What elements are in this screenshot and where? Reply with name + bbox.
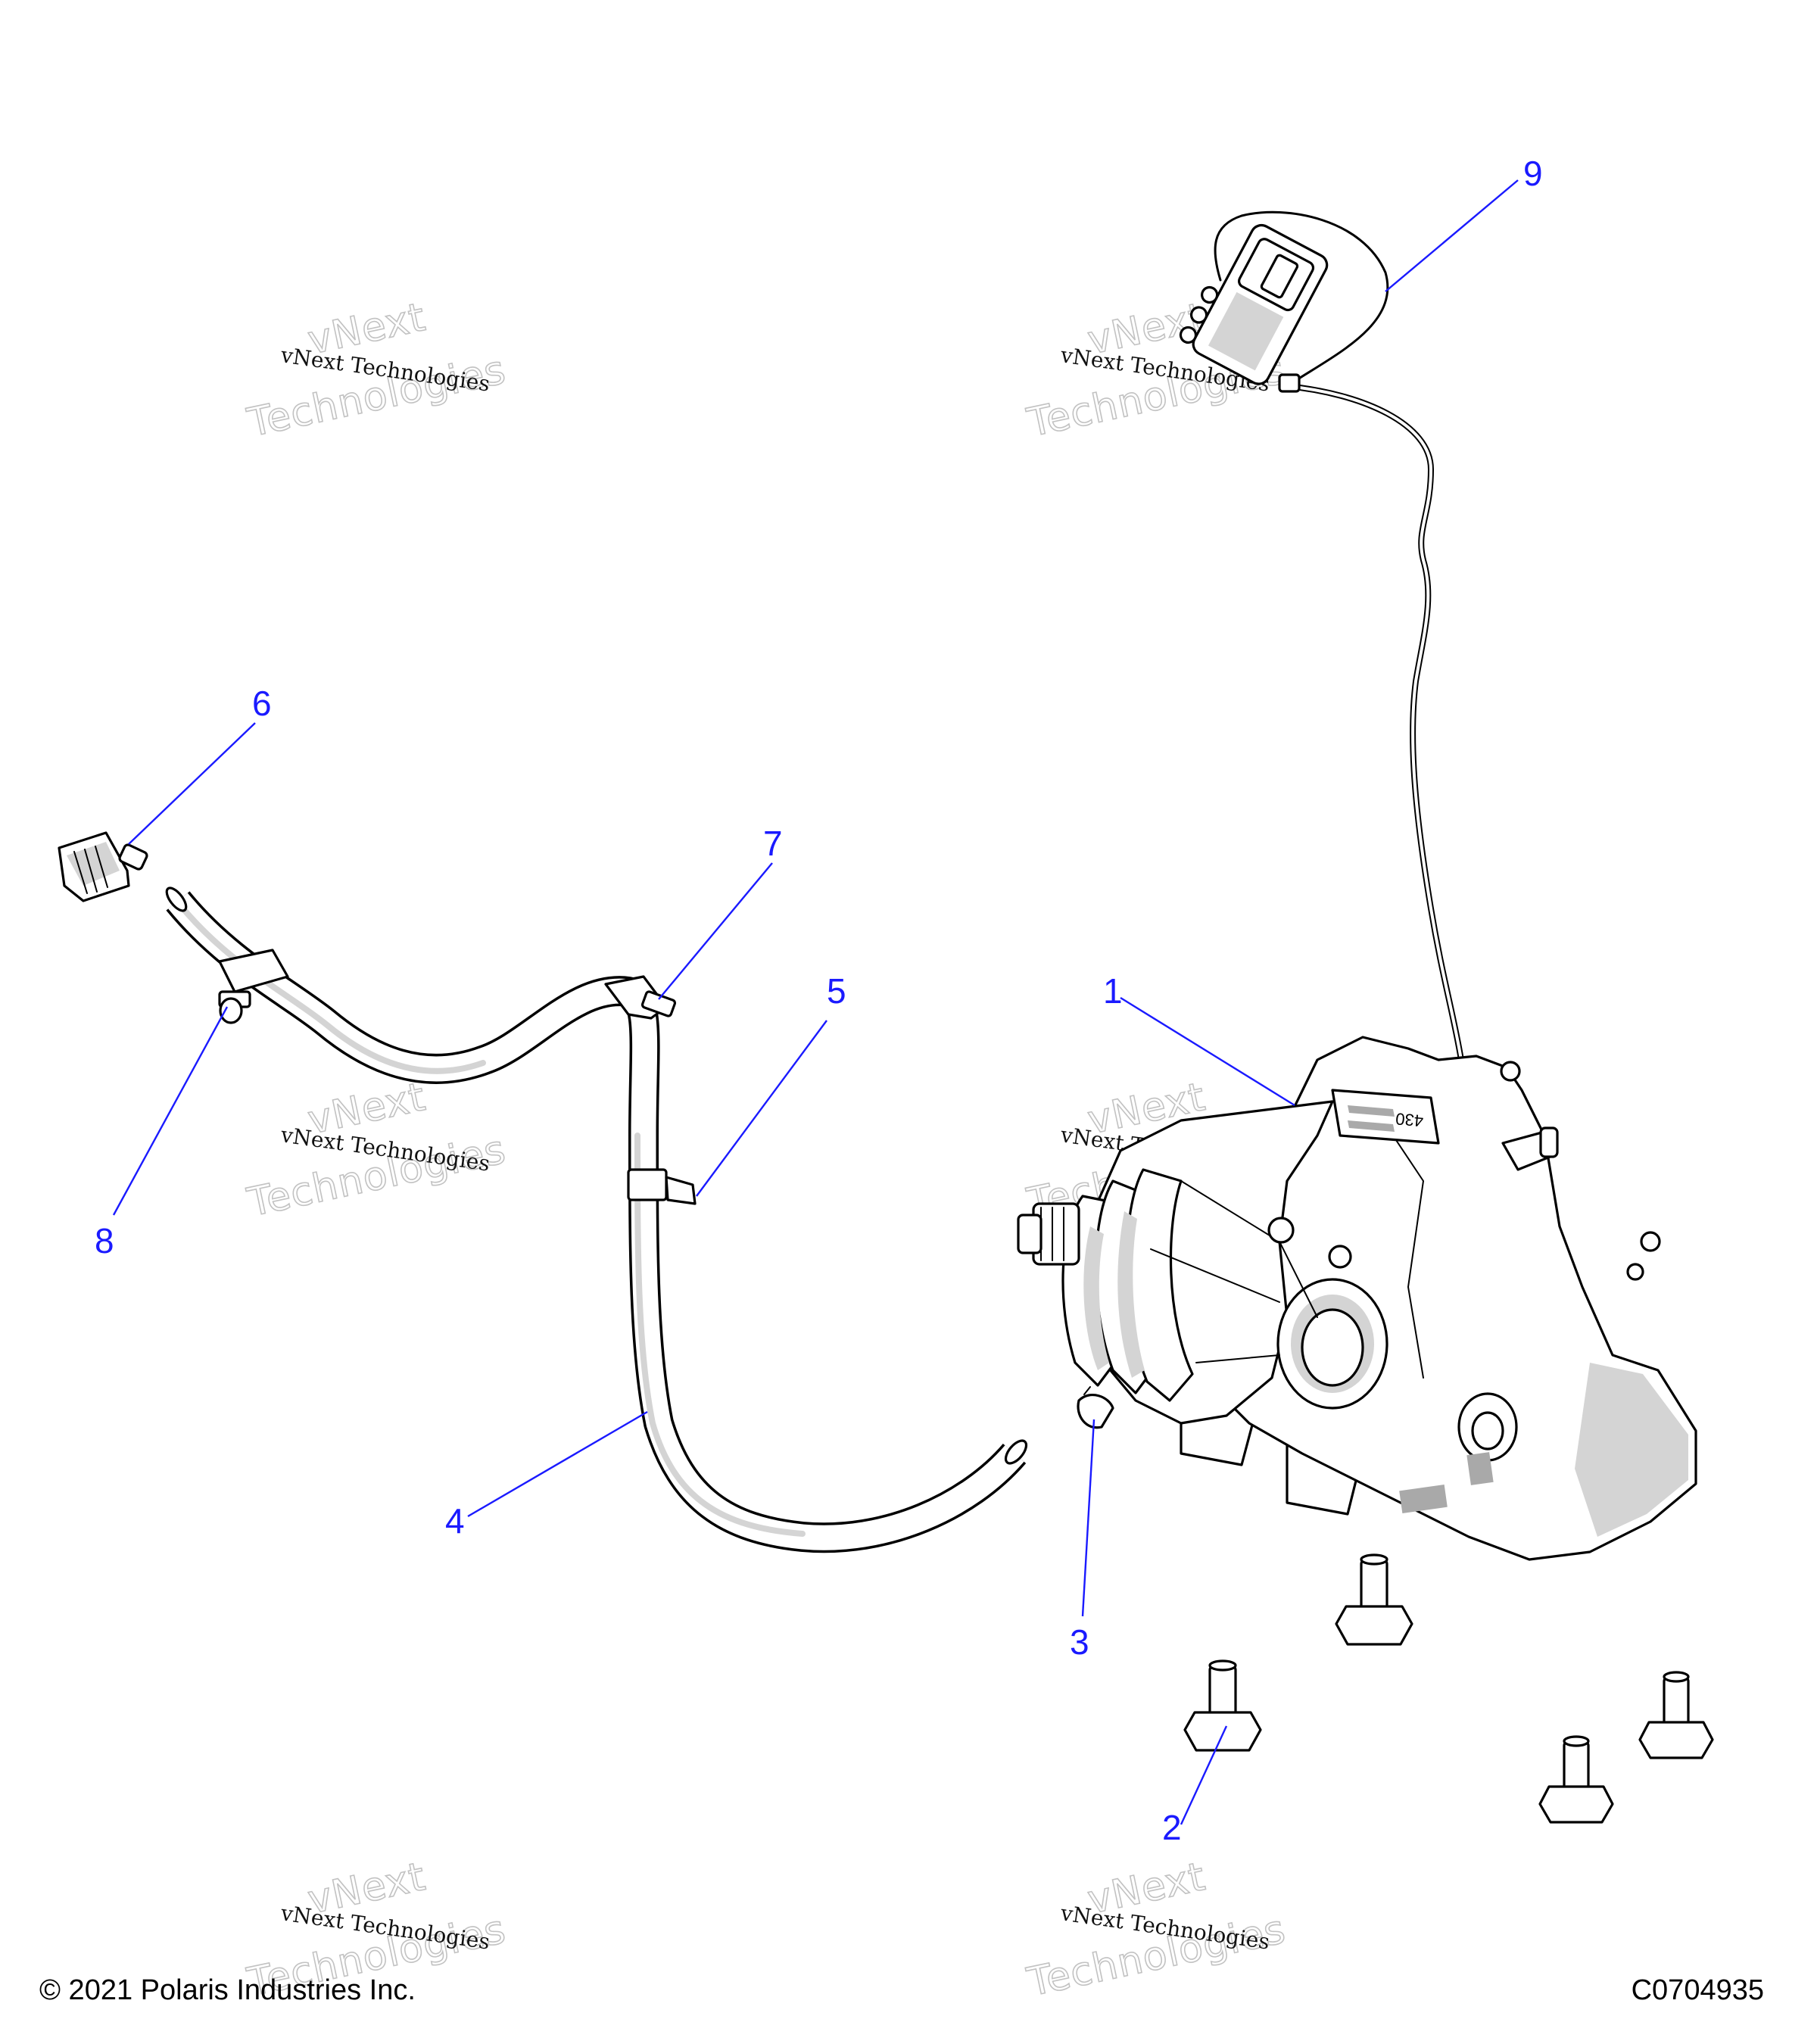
leader-8	[112, 1006, 229, 1216]
watermark-middle-left: vNext Technologies vNext Technologies	[243, 1073, 511, 1226]
callout-2: 2	[1162, 1808, 1182, 1847]
callout-9: 9	[1523, 154, 1543, 193]
callout-7: 7	[763, 824, 783, 863]
callout-8: 8	[95, 1221, 114, 1260]
part-5-hose-clip	[627, 1168, 697, 1205]
part-2-bolt-d	[1538, 1735, 1614, 1824]
housing-label: 430	[1395, 1109, 1424, 1130]
callout-4: 4	[445, 1501, 465, 1541]
part-6-vent-cap	[58, 831, 148, 902]
drawing-number: C0704935	[1631, 1974, 1764, 2006]
leader-4	[467, 1410, 648, 1518]
leader-lines	[112, 179, 1519, 1825]
part-2-bolt-c	[1638, 1671, 1714, 1759]
leader-7	[658, 862, 773, 1000]
callout-1: 1	[1103, 971, 1123, 1011]
watermark-top-left: vNext Technologies vNext Technologies	[243, 294, 511, 447]
part-8-push-clip	[218, 949, 289, 1024]
part-4-vent-hose	[165, 886, 1028, 1553]
callout-5: 5	[827, 971, 846, 1011]
part-7-hose-clamp	[604, 975, 677, 1020]
leader-6	[128, 722, 256, 845]
part-2-bolt-b	[1335, 1553, 1413, 1646]
leader-3	[1081, 1419, 1095, 1617]
part-2-bolt-a	[1183, 1659, 1262, 1752]
copyright-notice: © 2021 Polaris Industries Inc.	[39, 1974, 416, 2006]
leader-9	[1385, 179, 1519, 292]
watermark-bottom-right: vNext Technologies vNext Technologies	[1023, 1853, 1291, 2006]
leader-2	[1180, 1725, 1228, 1825]
callout-3: 3	[1070, 1622, 1089, 1662]
callout-6: 6	[252, 684, 272, 723]
part-1-gearcase-housing: 430	[1017, 1036, 1697, 1561]
leader-5	[696, 1020, 827, 1197]
part-9-sensor-harness	[1179, 210, 1464, 1063]
part-3-ring	[1077, 1386, 1114, 1429]
leader-1	[1120, 996, 1295, 1107]
